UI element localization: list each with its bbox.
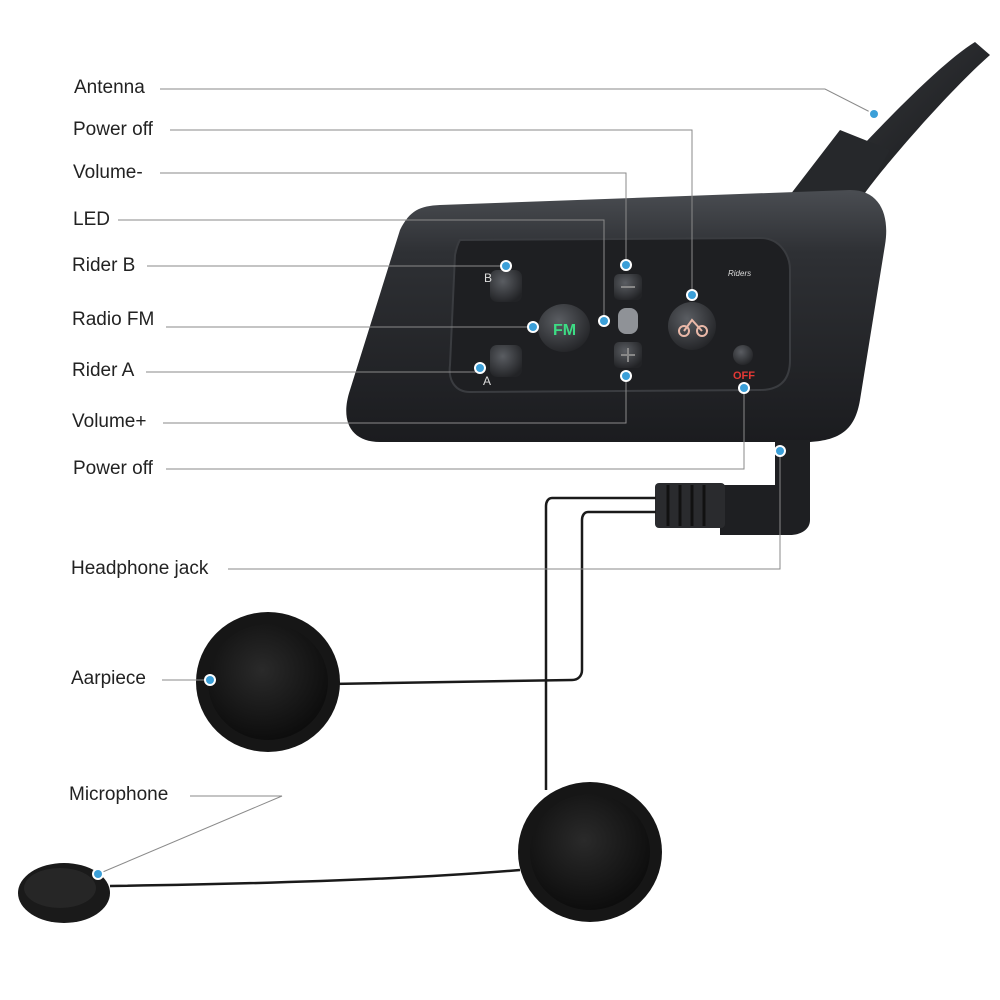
label-volume-plus: Volume+ xyxy=(72,411,147,432)
label-antenna: Antenna xyxy=(74,77,145,98)
callout-dots xyxy=(92,108,880,880)
antenna-shape xyxy=(790,42,990,210)
label-rider-a: Rider A xyxy=(72,360,135,381)
label-power-off-bottom: Power off xyxy=(73,458,153,479)
label-microphone: Microphone xyxy=(69,784,169,805)
button-a-label: A xyxy=(483,374,491,388)
earpiece-2-shape xyxy=(518,782,662,922)
label-power-off-top: Power off xyxy=(73,119,153,140)
fm-button-label: FM xyxy=(553,322,576,339)
headphone-plug xyxy=(655,440,810,535)
label-rider-b: Rider B xyxy=(72,255,136,276)
leader-lines xyxy=(97,88,875,875)
label-radio-fm: Radio FM xyxy=(72,309,155,330)
label-led: LED xyxy=(73,209,110,230)
label-earpiece: Aarpiece xyxy=(71,668,146,689)
cables xyxy=(109,496,656,888)
label-headphone-jack: Headphone jack xyxy=(71,558,209,579)
off-label: OFF xyxy=(733,370,755,382)
earpiece-1-shape xyxy=(196,612,340,752)
button-b-label: B xyxy=(484,271,492,285)
intercom-body xyxy=(346,190,887,442)
microphone-shape xyxy=(18,863,110,923)
brand-label: Riders xyxy=(728,269,751,278)
label-volume-minus: Volume- xyxy=(73,162,143,183)
